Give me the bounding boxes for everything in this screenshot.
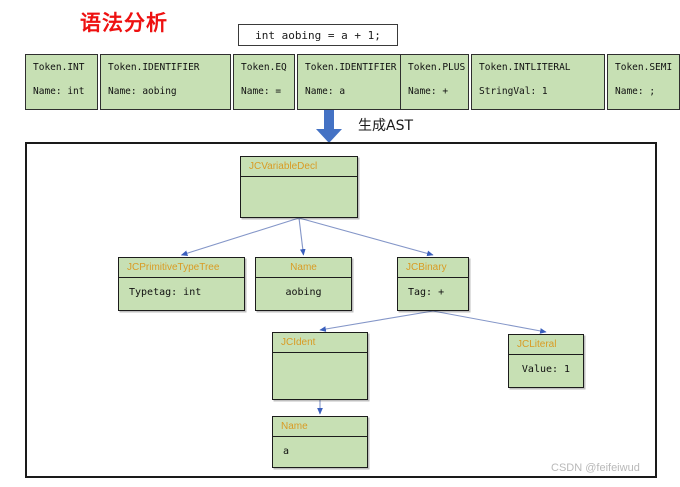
token-box: Token.INTLITERAL StringVal: 1: [471, 54, 605, 110]
ast-node-title: JCPrimitiveTypeTree: [119, 258, 244, 278]
token-type: Token.IDENTIFIER: [305, 62, 397, 73]
token-detail: Name: a: [305, 86, 346, 97]
token-type: Token.PLUS: [408, 62, 466, 73]
watermark: CSDN @feifeiwud: [551, 462, 640, 474]
ast-node-body: a: [283, 446, 290, 457]
token-type: Token.IDENTIFIER: [108, 62, 200, 73]
token-box: Token.PLUS Name: +: [400, 54, 469, 110]
ast-edge: [432, 310, 547, 334]
ast-node-title: JCLiteral: [509, 335, 583, 355]
ast-edges: [180, 217, 547, 415]
token-type: Token.SEMI: [615, 62, 673, 73]
ast-node-jcident: JCIdent: [272, 332, 368, 400]
ast-edge: [319, 310, 434, 332]
token-type: Token.INTLITERAL: [479, 62, 571, 73]
ast-edge: [298, 217, 306, 256]
ast-node-title: Name: [273, 417, 367, 437]
token-detail: Name: +: [408, 86, 449, 97]
ast-node-jcvariabledecl: JCVariableDecl: [240, 156, 358, 218]
token-strip: Token.INT Name: int Token.IDENTIFIER Name: …: [25, 54, 680, 110]
token-detail: Name: int: [33, 86, 85, 97]
ast-node-body: [241, 177, 357, 186]
generate-ast-arrow-icon: [314, 110, 344, 144]
source-code-box: int aobing = a + 1;: [238, 24, 398, 46]
ast-node-name-a: Name a: [272, 416, 368, 468]
ast-node-title: JCIdent: [273, 333, 367, 353]
ast-node-body: Value: 1: [521, 364, 571, 375]
token-type: Token.INT: [33, 62, 85, 73]
generate-ast-label: 生成AST: [358, 118, 414, 134]
token-box: Token.IDENTIFIER Name: aobing: [100, 54, 231, 110]
ast-node-title: Name: [256, 258, 351, 278]
token-type: Token.EQ: [241, 62, 287, 73]
token-detail: StringVal: 1: [479, 86, 548, 97]
ast-node-body: Tag: +: [408, 287, 445, 298]
token-detail: Name: =: [241, 86, 282, 97]
ast-edge: [180, 217, 300, 256]
source-code-text: int aobing = a + 1;: [255, 28, 381, 42]
page-title: 语法分析: [80, 11, 168, 35]
ast-node-body: [273, 353, 367, 362]
token-detail: Name: ;: [615, 86, 656, 97]
ast-node-body: Typetag: int: [129, 287, 202, 298]
token-box: Token.SEMI Name: ;: [607, 54, 680, 110]
ast-node-name-aobing: Name aobing: [255, 257, 352, 311]
token-detail: Name: aobing: [108, 86, 177, 97]
ast-node-body: aobing: [285, 287, 322, 298]
ast-edge: [298, 217, 434, 257]
ast-node-title: JCBinary: [398, 258, 468, 278]
token-box: Token.INT Name: int: [25, 54, 98, 110]
token-box: Token.EQ Name: =: [233, 54, 295, 110]
ast-node-title: JCVariableDecl: [241, 157, 357, 177]
